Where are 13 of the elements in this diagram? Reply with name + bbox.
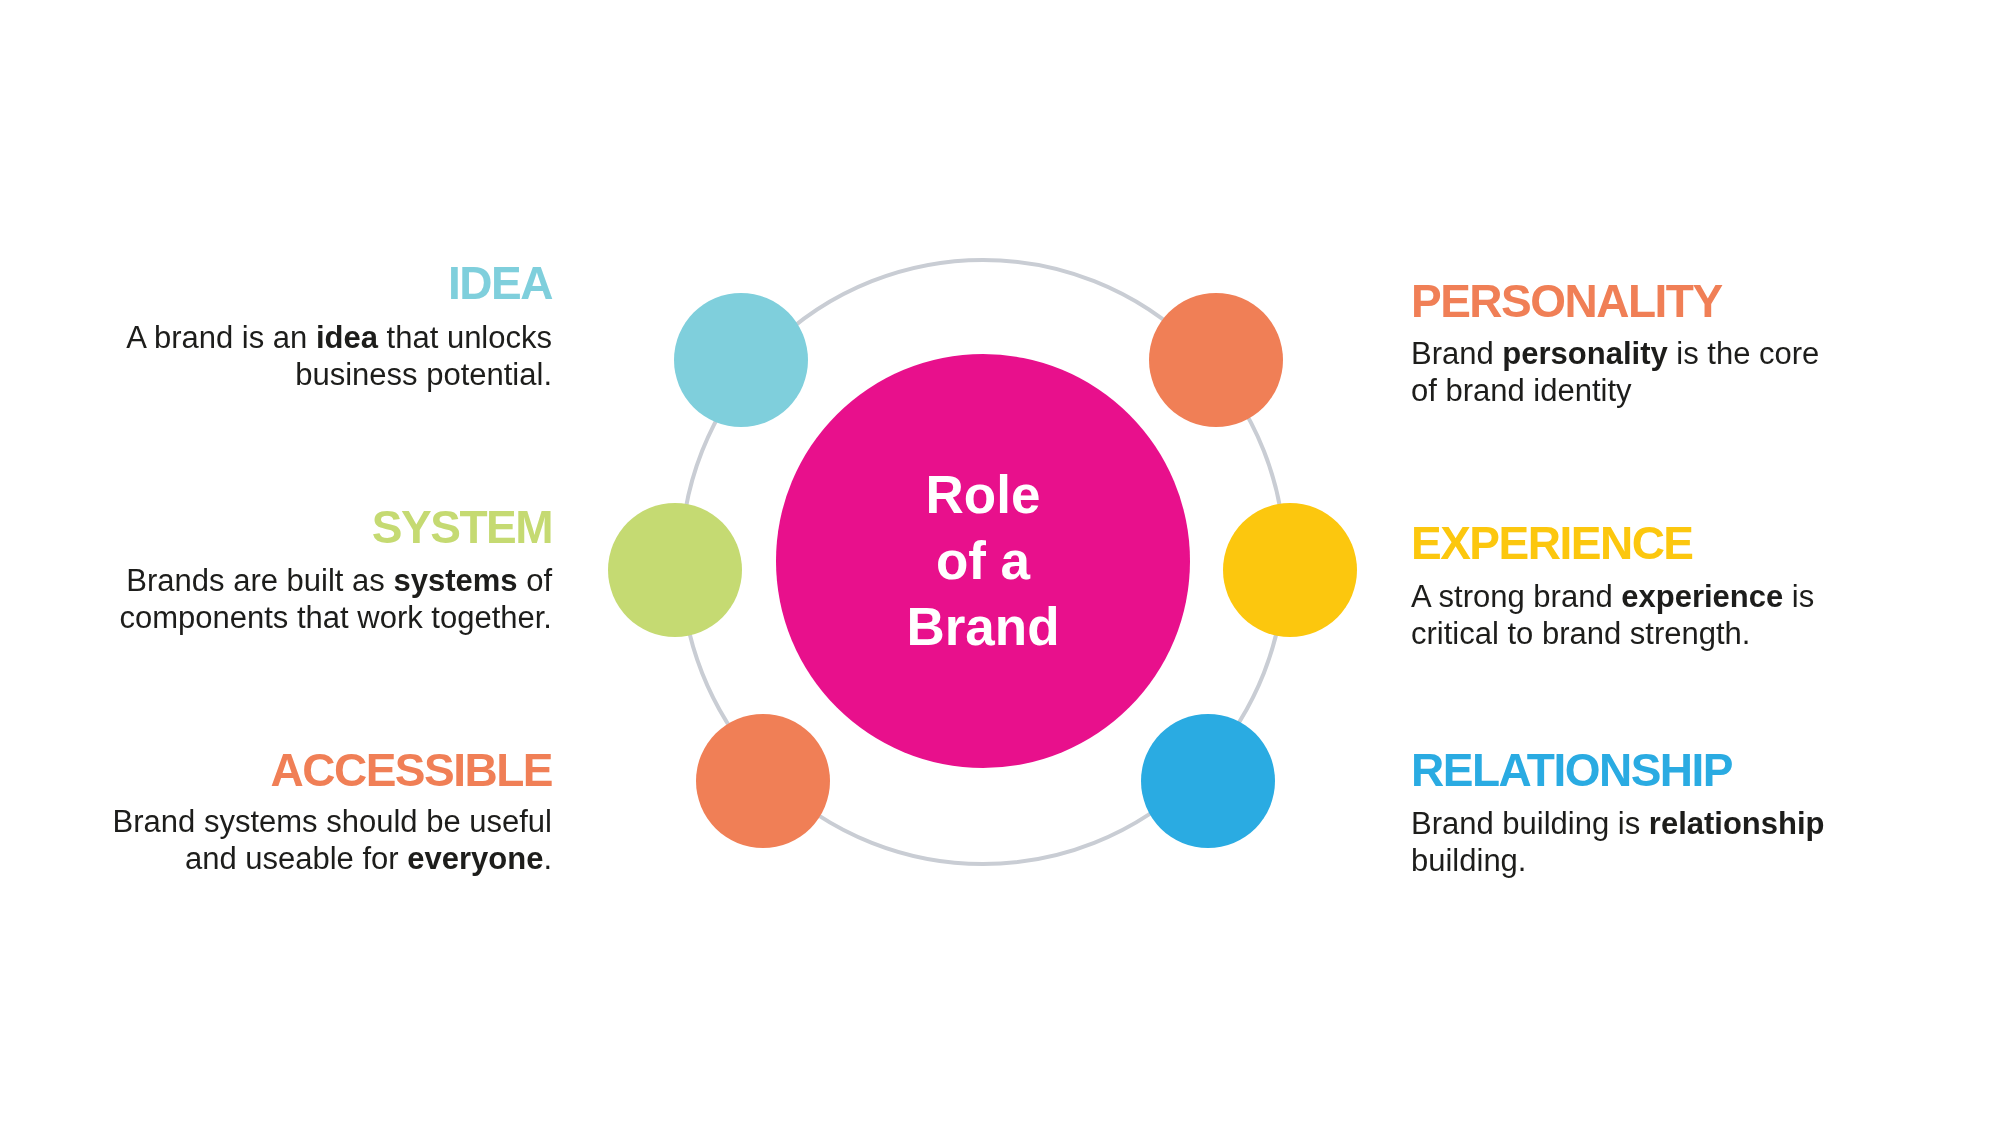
- heading: ACCESSIBLE: [270, 745, 552, 795]
- heading: IDEA: [448, 258, 552, 308]
- description-text: A strong brand experience is critical to brand strength.: [1411, 577, 1816, 652]
- heading: PERSONALITY: [1411, 276, 1722, 326]
- heading: SYSTEM: [371, 502, 552, 552]
- heading: RELATIONSHIP: [1411, 745, 1733, 795]
- description-text: Brand systems should be useful and useable for everyone.: [111, 802, 552, 877]
- description-text: Brand building is relationship building.: [1411, 804, 1826, 879]
- center-title: Role of a Brand: [905, 464, 1061, 658]
- description-text: Brands are built as systems of components that work together.: [118, 561, 552, 636]
- description-text: A brand is an idea that unlocks business potential.: [125, 318, 552, 393]
- description-text: Brand personality is the core of brand identity: [1411, 334, 1821, 409]
- heading: EXPERIENCE: [1411, 518, 1693, 568]
